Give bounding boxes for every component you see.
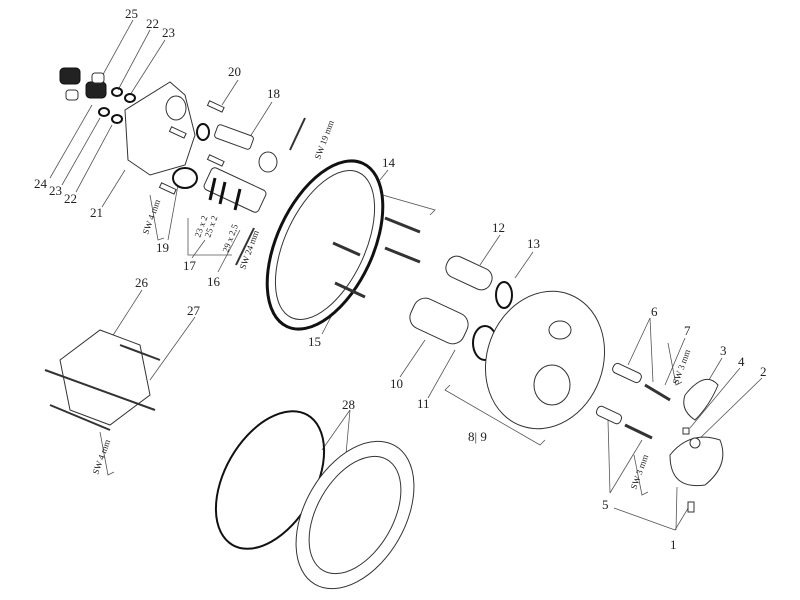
part-label: 5 — [602, 497, 609, 512]
part-label: 22 — [64, 191, 77, 206]
tool-label-sw19: SW 19 mm — [312, 119, 335, 161]
tool-label-sw4-bottom: SW 4 mm — [90, 438, 112, 476]
thermostatic-cartridge-16 — [203, 167, 267, 213]
sleeve-10 — [409, 297, 498, 361]
part-label: 6 — [651, 304, 658, 319]
part-label: 15 — [308, 334, 321, 349]
part-label: 13 — [527, 236, 540, 251]
screw-20 — [158, 100, 225, 195]
cartridge-set-25-24 — [59, 67, 136, 124]
mounting-plate-14 — [265, 159, 385, 331]
part-label: 25 — [125, 6, 138, 21]
part-label: 10 — [390, 376, 403, 391]
part-label: 18 — [267, 86, 280, 101]
part-label: 2 — [760, 364, 767, 379]
part-label: 19 — [156, 240, 169, 255]
part-label: 11 — [417, 396, 430, 411]
part-label: 7 — [684, 323, 691, 338]
part-label: 23 — [162, 25, 175, 40]
oring-bracket — [187, 218, 232, 256]
part-label: 16 — [207, 274, 221, 289]
escutcheon-8-9 — [484, 290, 606, 430]
rough-in-body-26-27 — [44, 329, 161, 431]
part-label: 12 — [492, 220, 505, 235]
small-parts-right — [595, 362, 724, 513]
part-number-labels: 25 22 23 20 18 24 23 22 21 19 17 16 26 2… — [34, 6, 767, 552]
part-label: 3 — [720, 343, 727, 358]
part-label: 21 — [90, 205, 103, 220]
tool-icons — [99, 117, 683, 496]
extension-ring-28 — [214, 410, 415, 590]
tool-label-sw4-top: SW 4 mm — [140, 198, 162, 236]
screws-15 — [332, 216, 421, 299]
tool-label-sw3-bottom: SW 3 mm — [628, 453, 650, 491]
oring-size-c: 29 x 2,5 — [220, 222, 240, 253]
part-label: 14 — [382, 155, 396, 170]
part-label: 27 — [187, 303, 201, 318]
part-label: 26 — [135, 275, 149, 290]
part-label: 17 — [183, 258, 197, 273]
tool-label-sw24: SW 24 mm — [237, 229, 260, 271]
part-label: 24 — [34, 176, 48, 191]
part-label: 23 — [49, 183, 62, 198]
part-label: 20 — [228, 64, 241, 79]
part-label: 8| 9 — [468, 429, 487, 444]
valve-body-21 — [124, 81, 198, 189]
part-label: 28 — [342, 397, 355, 412]
sleeve-12 — [445, 255, 513, 309]
part-label: 4 — [738, 354, 745, 369]
tool-label-sw3-top: SW 3 mm — [670, 348, 692, 386]
part-label: 22 — [146, 16, 159, 31]
cartridge-18 — [196, 123, 278, 173]
part-label: 1 — [670, 537, 677, 552]
